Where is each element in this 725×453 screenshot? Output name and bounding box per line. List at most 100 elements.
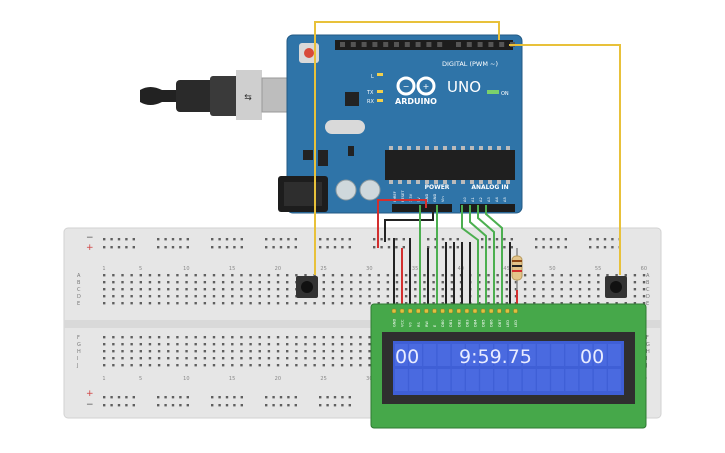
breadboard-hole[interactable]: [642, 281, 646, 284]
rail-hole[interactable]: [240, 404, 243, 407]
breadboard-hole[interactable]: [496, 295, 499, 298]
breadboard-hole[interactable]: [322, 302, 325, 305]
rail-hole[interactable]: [110, 396, 113, 399]
rail-hole[interactable]: [240, 246, 243, 249]
breadboard-hole[interactable]: [542, 274, 545, 277]
breadboard-hole[interactable]: [340, 295, 344, 298]
breadboard-hole[interactable]: [359, 281, 362, 284]
breadboard-hole[interactable]: [130, 350, 133, 353]
rail-hole[interactable]: [164, 404, 167, 407]
breadboard-hole[interactable]: [130, 364, 133, 367]
breadboard-hole[interactable]: [386, 274, 390, 277]
breadboard-hole[interactable]: [267, 357, 271, 360]
breadboard-hole[interactable]: [148, 295, 152, 298]
breadboard-hole[interactable]: [185, 302, 188, 305]
breadboard-hole[interactable]: [258, 336, 261, 339]
breadboard-hole[interactable]: [249, 350, 252, 353]
breadboard-hole[interactable]: [615, 274, 618, 277]
breadboard-hole[interactable]: [551, 274, 554, 277]
breadboard-hole[interactable]: [258, 274, 261, 277]
rail-hole[interactable]: [333, 396, 337, 399]
breadboard-hole[interactable]: [597, 281, 600, 284]
breadboard-hole[interactable]: [313, 350, 316, 353]
breadboard-hole[interactable]: [103, 350, 106, 353]
breadboard-hole[interactable]: [350, 302, 353, 305]
rail-hole[interactable]: [265, 396, 268, 399]
breadboard-hole[interactable]: [514, 302, 518, 305]
breadboard-hole[interactable]: [231, 336, 234, 339]
breadboard-hole[interactable]: [505, 295, 508, 298]
rail-hole[interactable]: [427, 238, 430, 241]
lcd-pin[interactable]: [448, 308, 453, 314]
rail-hole[interactable]: [495, 246, 499, 249]
breadboard-hole[interactable]: [560, 274, 563, 277]
breadboard-hole[interactable]: [450, 288, 454, 291]
breadboard-hole[interactable]: [340, 364, 344, 367]
breadboard-hole[interactable]: [350, 336, 353, 339]
breadboard-hole[interactable]: [130, 281, 133, 284]
breadboard-hole[interactable]: [185, 281, 188, 284]
breadboard-hole[interactable]: [276, 336, 280, 339]
breadboard-hole[interactable]: [112, 274, 115, 277]
breadboard-hole[interactable]: [350, 357, 353, 360]
rail-hole[interactable]: [542, 246, 545, 249]
breadboard-hole[interactable]: [322, 350, 325, 353]
breadboard-hole[interactable]: [167, 364, 170, 367]
rail-hole[interactable]: [373, 238, 376, 241]
breadboard-hole[interactable]: [185, 288, 188, 291]
breadboard-hole[interactable]: [130, 302, 133, 305]
breadboard-hole[interactable]: [167, 343, 170, 346]
breadboard-hole[interactable]: [560, 281, 563, 284]
breadboard-hole[interactable]: [533, 295, 536, 298]
rail-hole[interactable]: [611, 238, 614, 241]
breadboard-hole[interactable]: [203, 364, 207, 367]
breadboard-hole[interactable]: [167, 295, 170, 298]
breadboard-hole[interactable]: [267, 288, 271, 291]
rail-hole[interactable]: [542, 238, 545, 241]
breadboard-hole[interactable]: [313, 343, 316, 346]
rail-hole[interactable]: [333, 246, 337, 249]
digital-pin-hole[interactable]: [350, 42, 356, 47]
breadboard-hole[interactable]: [350, 288, 353, 291]
breadboard-hole[interactable]: [542, 281, 545, 284]
rail-hole[interactable]: [481, 246, 484, 249]
rail-hole[interactable]: [218, 246, 221, 249]
rail-hole[interactable]: [564, 246, 567, 249]
breadboard-hole[interactable]: [432, 295, 435, 298]
rail-hole[interactable]: [171, 404, 175, 407]
breadboard-hole[interactable]: [560, 302, 563, 305]
breadboard-hole[interactable]: [157, 364, 161, 367]
breadboard-hole[interactable]: [121, 343, 124, 346]
breadboard-hole[interactable]: [523, 274, 527, 277]
breadboard-hole[interactable]: [542, 288, 545, 291]
breadboard-hole[interactable]: [331, 288, 335, 291]
digital-pin-hole[interactable]: [361, 42, 367, 47]
breadboard-hole[interactable]: [276, 357, 280, 360]
breadboard-hole[interactable]: [276, 274, 280, 277]
breadboard-hole[interactable]: [359, 350, 362, 353]
breadboard-hole[interactable]: [478, 274, 481, 277]
breadboard-hole[interactable]: [194, 274, 197, 277]
breadboard-hole[interactable]: [231, 295, 234, 298]
digital-pin-hole[interactable]: [383, 42, 389, 47]
breadboard-hole[interactable]: [606, 274, 609, 277]
rail-hole[interactable]: [211, 404, 214, 407]
breadboard-hole[interactable]: [313, 336, 316, 339]
rail-hole[interactable]: [434, 246, 437, 249]
rail-hole[interactable]: [171, 396, 175, 399]
breadboard-hole[interactable]: [194, 364, 197, 367]
lcd-pin[interactable]: [472, 308, 478, 314]
breadboard-hole[interactable]: [359, 288, 362, 291]
rail-hole[interactable]: [132, 404, 135, 407]
breadboard-hole[interactable]: [295, 336, 298, 339]
breadboard-hole[interactable]: [240, 343, 243, 346]
breadboard-hole[interactable]: [103, 336, 106, 339]
breadboard-hole[interactable]: [121, 288, 124, 291]
breadboard-hole[interactable]: [313, 364, 316, 367]
breadboard-hole[interactable]: [185, 274, 188, 277]
breadboard-hole[interactable]: [377, 288, 380, 291]
breadboard-hole[interactable]: [450, 281, 454, 284]
rail-hole[interactable]: [596, 246, 599, 249]
breadboard-hole[interactable]: [359, 357, 362, 360]
breadboard-hole[interactable]: [331, 281, 335, 284]
